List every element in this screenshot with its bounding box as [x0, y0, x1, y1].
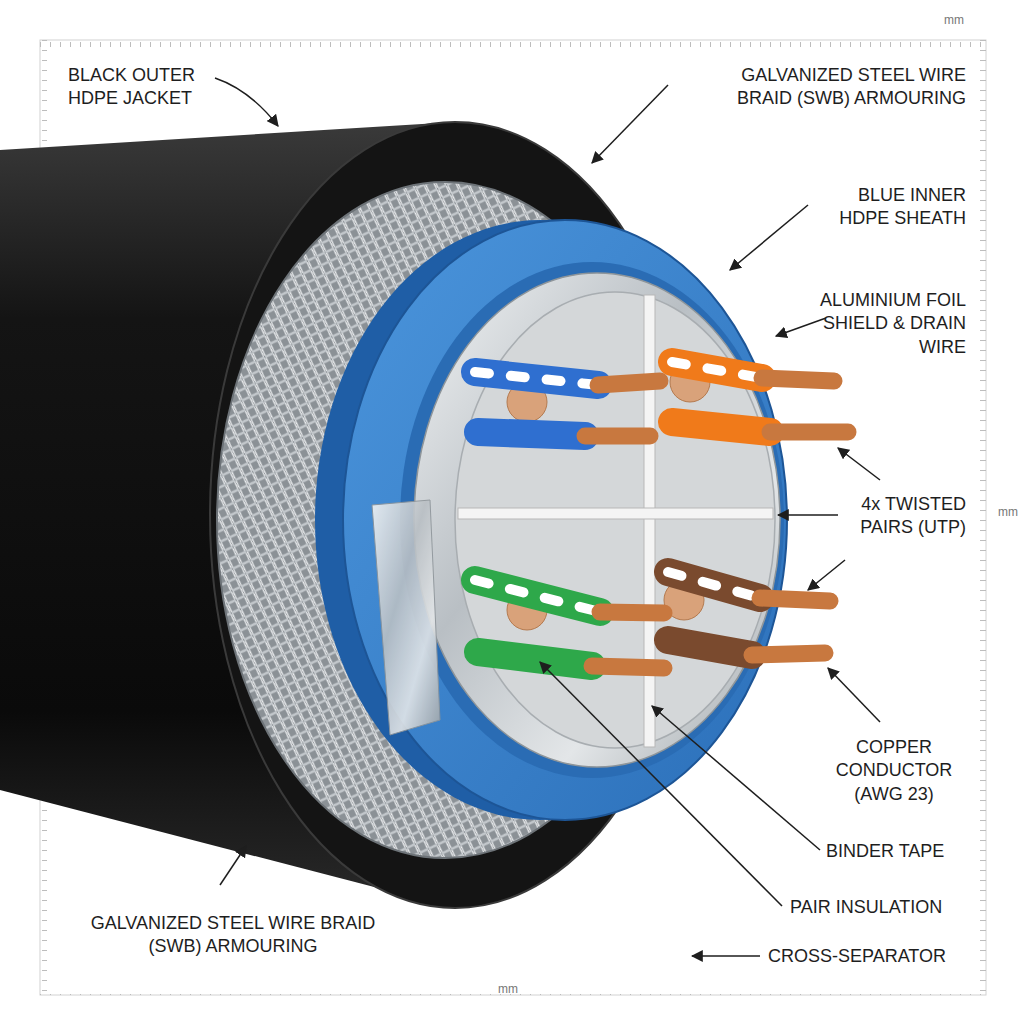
ruler-unit: mm — [498, 982, 538, 998]
callout-label: BLACK OUTER HDPE JACKET — [68, 64, 218, 111]
callout-label: GALVANIZED STEEL WIRE BRAID (SWB) ARMOUR… — [88, 912, 378, 959]
callout-label: GALVANIZED STEEL WIRE BRAID (SWB) ARMOUR… — [700, 64, 966, 111]
foil-shield — [414, 273, 780, 767]
callout-label: BINDER TAPE — [826, 840, 996, 863]
inner-sheath-rim — [400, 262, 784, 778]
inner-sheath — [343, 220, 787, 820]
cross-separator — [644, 295, 655, 747]
callout-label: 4x TWISTED PAIRS (UTP) — [816, 493, 966, 540]
foil-flap — [372, 500, 440, 735]
callout-label: BLUE INNER HDPE SHEATH — [816, 184, 966, 231]
callout-label: ALUMINIUM FOIL SHIELD & DRAIN WIRE — [808, 289, 966, 359]
callout-label: PAIR INSULATION — [790, 896, 990, 919]
twisted-pairs — [475, 362, 848, 668]
callout-label: COPPER CONDUCTOR (AWG 23) — [822, 736, 966, 806]
leader-lines — [215, 78, 880, 956]
callout-label: CROSS-SEPARATOR — [768, 945, 988, 968]
ruler-unit: mm — [944, 13, 984, 29]
cable-core — [455, 292, 775, 748]
ruler-unit: mm — [998, 505, 1024, 521]
cross-separator — [458, 508, 773, 519]
